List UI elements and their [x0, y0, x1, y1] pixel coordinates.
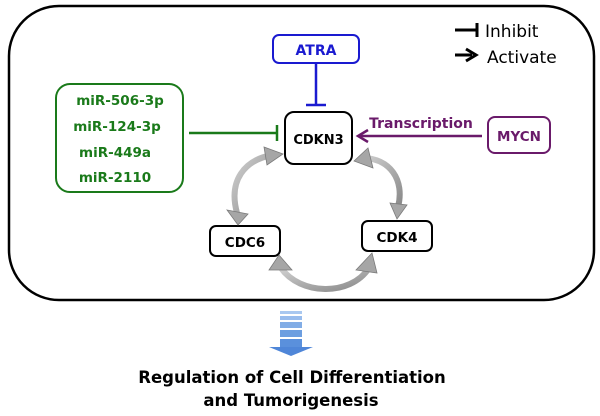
- mirna-label-2: miR-124-3p: [73, 119, 161, 135]
- inhibit-symbol-icon: [455, 23, 479, 37]
- cycle-arrow-cdkn3-cdc6: [226, 146, 284, 226]
- activate-symbol-icon: [455, 47, 479, 63]
- cdk4-node: CDK4: [361, 220, 433, 252]
- arrowhead-icon: [355, 252, 378, 274]
- atra-label: ATRA: [296, 43, 337, 59]
- arrowhead-icon: [263, 146, 284, 166]
- legend-activate-label: Activate: [487, 48, 557, 68]
- arrowhead-icon: [268, 254, 293, 271]
- outcome-title-line2: and Tumorigenesis: [203, 391, 378, 410]
- mycn-node: MYCN: [487, 116, 551, 154]
- legend-inhibit-label: Inhibit: [485, 22, 539, 42]
- atra-inhibit-edge: [306, 64, 326, 107]
- cdc6-node: CDC6: [209, 225, 281, 257]
- cdkn3-label: CDKN3: [293, 133, 343, 148]
- atra-node: ATRA: [272, 34, 360, 64]
- mirna-label-4: miR-2110: [79, 170, 151, 186]
- arrowhead-icon: [353, 147, 374, 169]
- mycn-label: MYCN: [497, 129, 541, 145]
- cdc6-label: CDC6: [225, 235, 265, 251]
- outcome-title-line1: Regulation of Cell Differentiation: [138, 368, 446, 387]
- legend: Inhibit Activate: [455, 22, 557, 68]
- cycle-arrow-cdc6-cdk4: [268, 252, 378, 292]
- mirna-label-1: miR-506-3p: [76, 93, 164, 109]
- mirna-node: miR-506-3p miR-124-3p miR-449a miR-2110: [55, 83, 184, 193]
- mirna-inhibit-edge: [189, 125, 279, 141]
- cycle-arrow-cdkn3-cdk4: [353, 147, 408, 220]
- mirna-label-3: miR-449a: [79, 145, 151, 161]
- cdkn3-node: CDKN3: [284, 111, 353, 165]
- arrowhead-icon: [389, 202, 408, 220]
- mycn-activate-edge: [355, 128, 482, 144]
- cdk4-label: CDK4: [377, 230, 418, 246]
- arrowhead-icon: [226, 209, 249, 226]
- transcription-label: Transcription: [369, 116, 473, 132]
- outcome-arrow-icon: [269, 311, 313, 356]
